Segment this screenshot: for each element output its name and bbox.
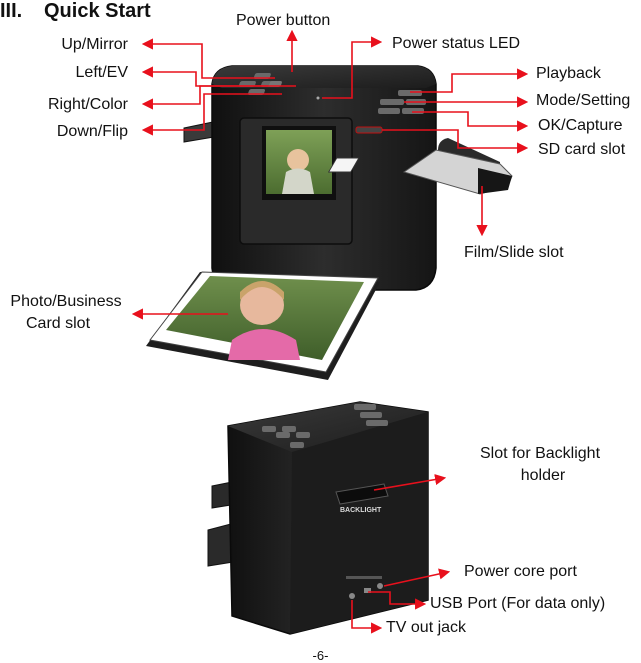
arrow-power-core xyxy=(383,568,451,587)
backlight-slot: BACKLIGHT xyxy=(335,483,389,514)
arrow-up-mirror xyxy=(141,38,275,79)
section-heading: III. Quick Start xyxy=(0,0,151,23)
power-led xyxy=(316,96,320,100)
arrow-backlight xyxy=(373,473,447,491)
label-power-button: Power button xyxy=(236,12,331,29)
arrow-playback xyxy=(410,68,529,93)
back-top-buttons xyxy=(262,404,388,448)
photo-tray xyxy=(146,271,380,380)
label-right-color: Right/Color xyxy=(47,96,128,113)
mode-buttons xyxy=(378,90,426,114)
callout-arrows xyxy=(131,29,529,634)
arrow-right-color xyxy=(141,85,296,110)
arrow-usb-port xyxy=(368,591,427,610)
arrow-tv-out xyxy=(351,600,383,634)
label-ok-capture: OK/Capture xyxy=(538,117,623,134)
page-number: -6- xyxy=(312,648,329,663)
label-backlight-holder-line1: Slot for Backlight xyxy=(479,445,601,462)
arrow-power-led xyxy=(322,36,383,99)
arrow-down-flip xyxy=(141,93,282,136)
label-tv-out-jack: TV out jack xyxy=(386,619,467,636)
scanner-back-view: BACKLIGHT xyxy=(207,401,429,635)
back-ports xyxy=(346,576,383,599)
label-playback: Playback xyxy=(536,65,601,82)
section-number: III. xyxy=(0,0,23,22)
label-backlight-holder-line2: holder xyxy=(520,467,566,484)
label-power-core-port: Power core port xyxy=(464,563,577,580)
label-mode-setting: Mode/Setting xyxy=(536,92,631,109)
backlight-slot-text: BACKLIGHT xyxy=(340,507,382,514)
label-usb-port: USB Port (For data only) xyxy=(430,595,606,612)
label-card-slot: Card slot xyxy=(25,315,91,332)
film-holder xyxy=(327,149,513,195)
label-left-ev: Left/EV xyxy=(75,64,128,81)
arrow-ok-capture xyxy=(412,111,529,132)
section-title: Quick Start xyxy=(44,0,151,22)
label-sd-card-slot: SD card slot xyxy=(538,141,626,158)
label-film-slide-slot: Film/Slide slot xyxy=(464,244,564,261)
label-power-status-led: Power status LED xyxy=(392,35,521,52)
arrow-sd-card xyxy=(382,129,529,154)
scanner-front-view xyxy=(146,65,513,380)
label-down-flip: Down/Flip xyxy=(56,123,128,140)
label-photo-business: Photo/Business xyxy=(10,293,122,310)
sd-slot xyxy=(355,126,383,134)
label-up-mirror: Up/Mirror xyxy=(61,36,128,53)
